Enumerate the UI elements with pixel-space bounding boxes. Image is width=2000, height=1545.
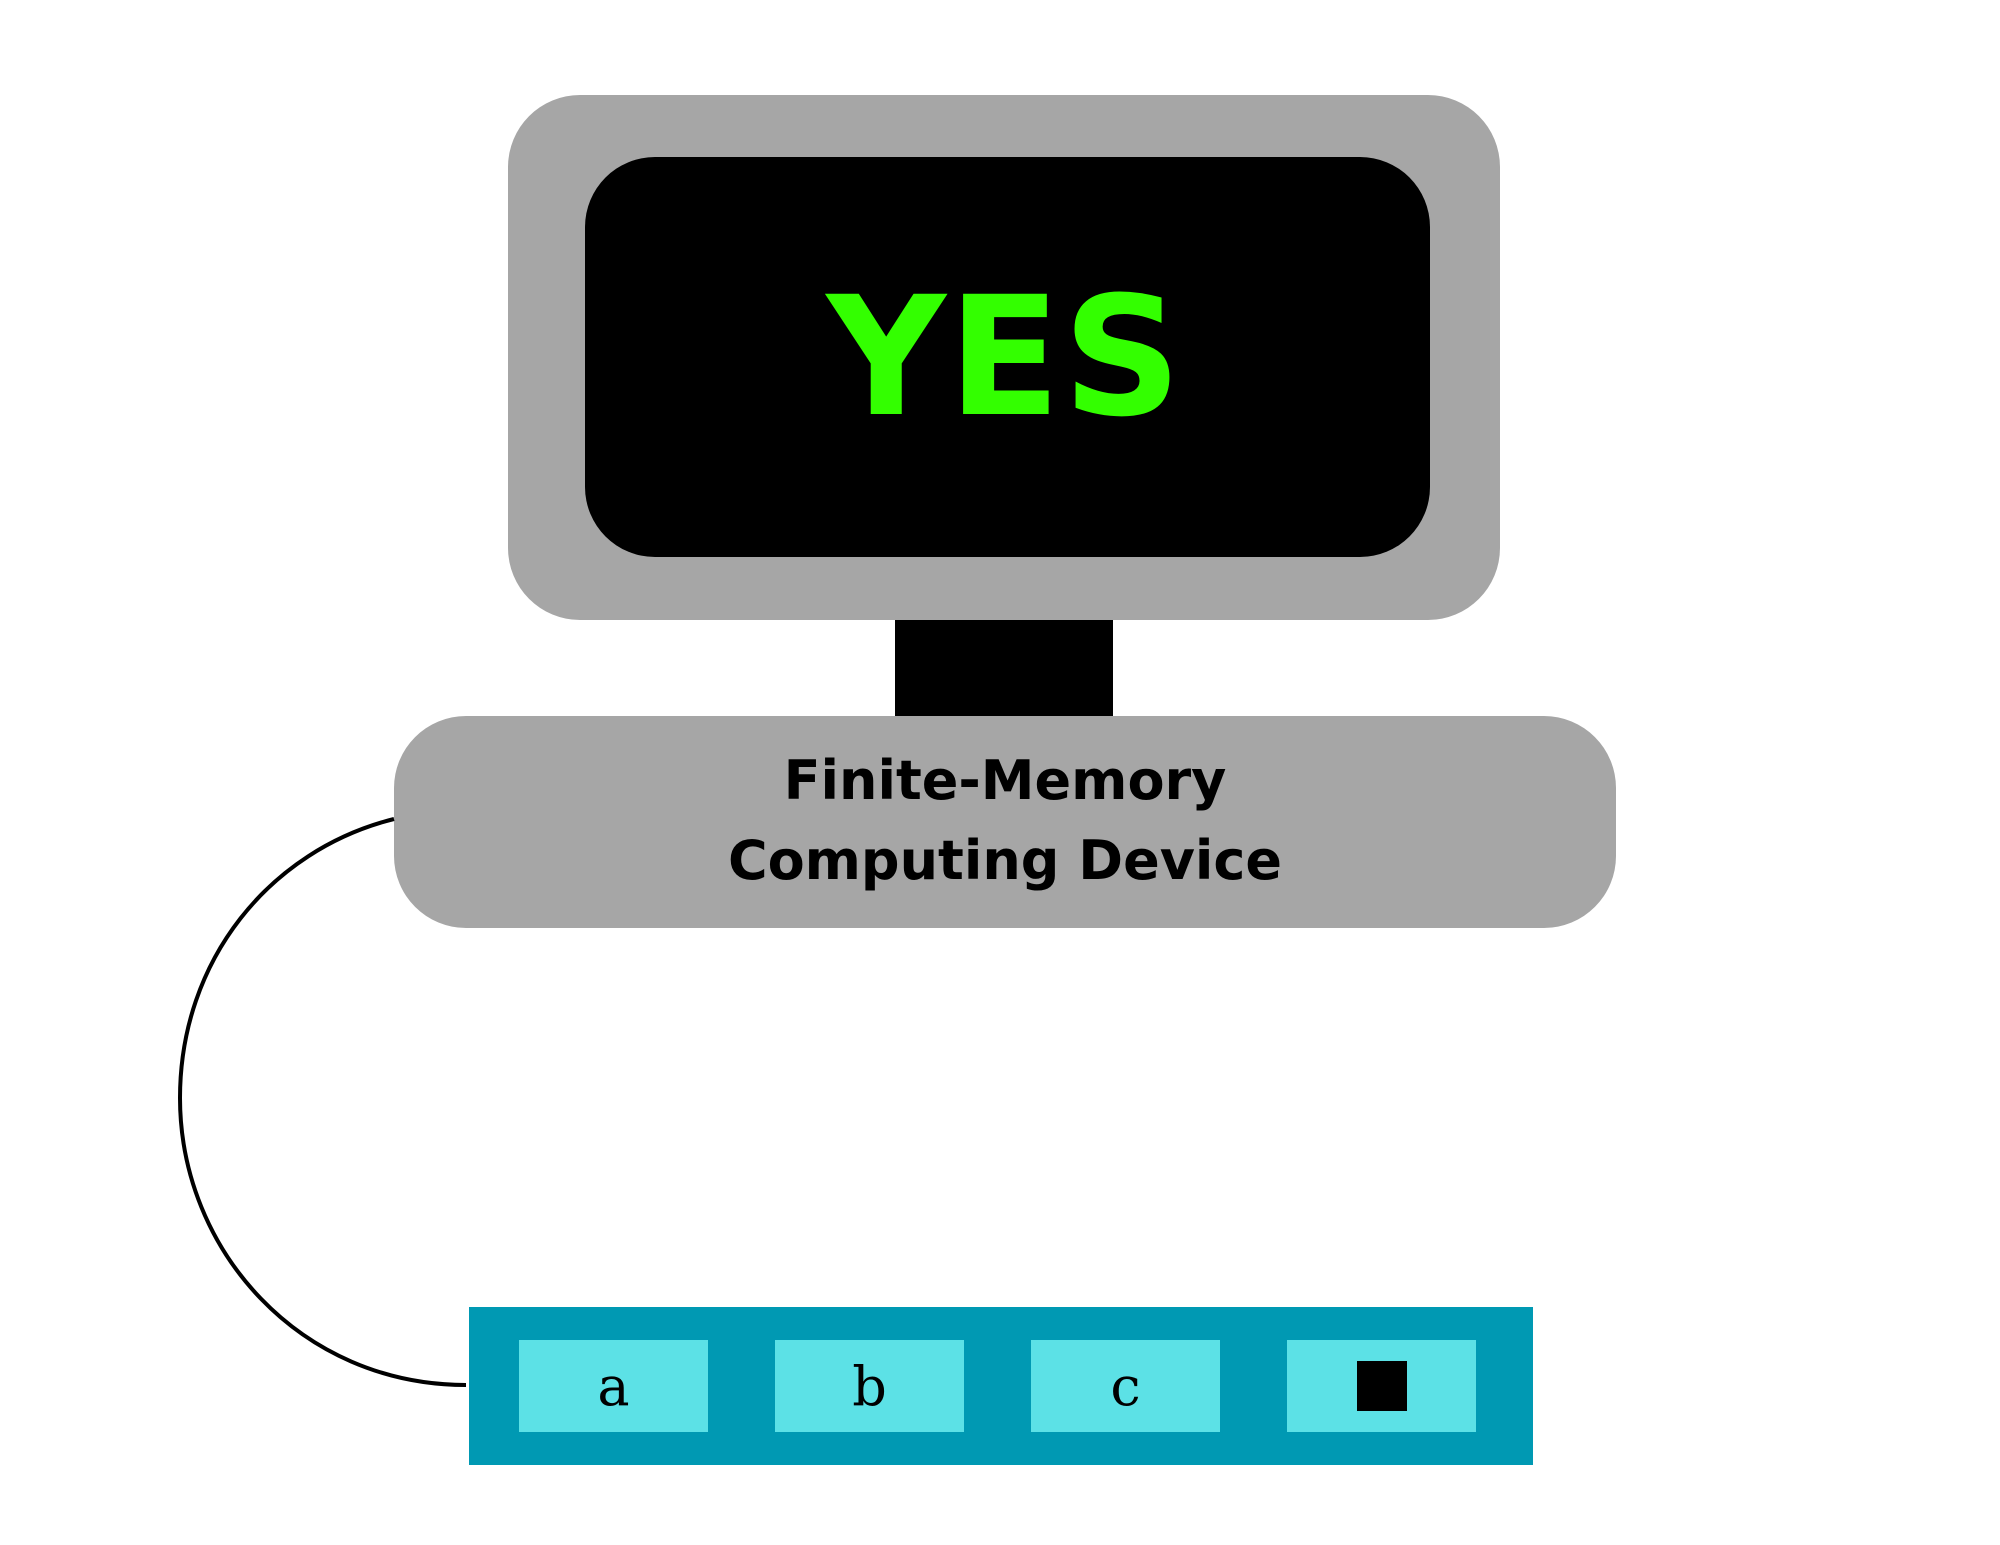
device-base — [394, 716, 1616, 928]
monitor-screen — [585, 157, 1430, 557]
device-label-line2: Computing Device — [727, 829, 1283, 892]
screen-output-text: YES — [826, 261, 1184, 453]
tape-cell-bg — [775, 1340, 964, 1432]
blank-square-icon — [1356, 1361, 1407, 1411]
tape-cell-1: a — [597, 1354, 630, 1418]
tape-cell-4 — [1287, 1340, 1476, 1432]
connection-cable — [177, 817, 467, 1387]
tape-cell-3: c — [1110, 1354, 1141, 1418]
tape-cell-bg — [519, 1340, 708, 1432]
device-label-line1: Finite-Memory — [783, 749, 1227, 812]
tape-cell-bg — [1031, 1340, 1220, 1432]
device-label: Finite-Memory Computing Device — [394, 716, 1616, 926]
monitor-stand — [895, 620, 1113, 718]
tape-cell-2: b — [852, 1354, 887, 1418]
